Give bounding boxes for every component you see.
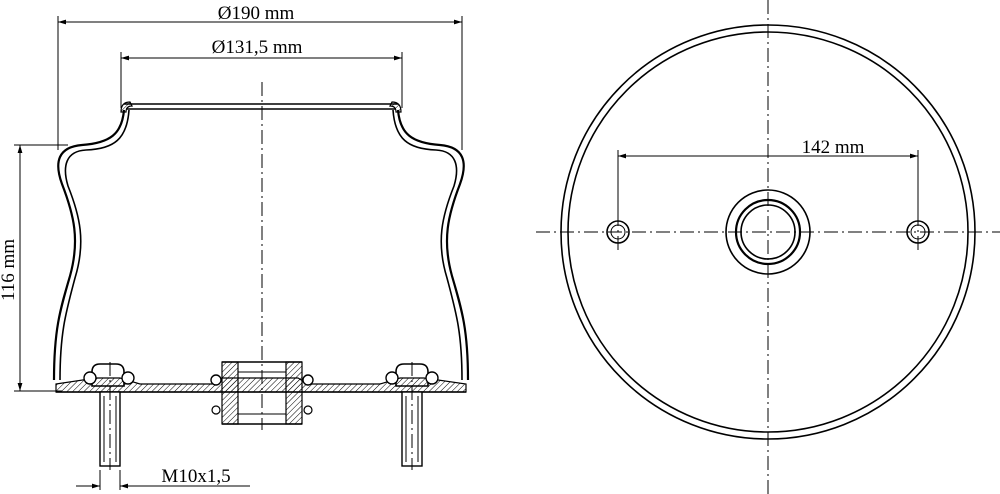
outer-rim-circle [560,24,976,440]
bolt-spacing-dimension: 142 mm [617,137,919,220]
top-diameter-label: Ø131,5 mm [212,37,303,58]
inner-rim-circle [567,31,969,433]
thread-dimension: M10x1,5 [76,466,250,490]
bellow-left-wall [52,109,126,381]
bottom-plate [55,377,467,393]
outer-diameter-label: Ø190 mm [218,3,295,24]
top-lid [120,101,402,113]
outer-diameter-dimension: Ø190 mm [57,3,463,150]
top-view: 142 mm [536,0,1000,494]
top-diameter-dimension: Ø131,5 mm [120,37,403,108]
thread-label: M10x1,5 [161,466,230,487]
bolt-spacing-label: 142 mm [802,137,865,158]
left-bolt [83,362,135,470]
side-view: Ø190 mm Ø131,5 mm 116 mm [0,3,470,490]
height-label: 116 mm [0,239,19,301]
right-bolt [385,362,439,470]
central-air-fitting [210,361,314,425]
center-port [725,189,811,275]
height-dimension: 116 mm [0,144,68,392]
bellow-right-wall [396,109,470,381]
